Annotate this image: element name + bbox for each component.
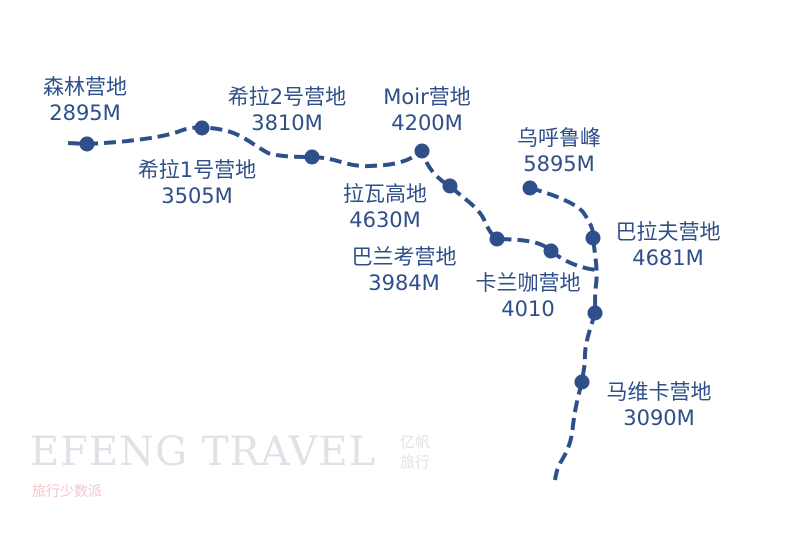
camp-name: 拉瓦高地 <box>343 182 427 206</box>
camp-elevation: 4630M <box>349 208 421 232</box>
camp-elevation: 3984M <box>368 271 440 295</box>
camp-name: 希拉2号营地 <box>227 85 347 109</box>
camp-name: Moir营地 <box>383 85 471 109</box>
marker-moir <box>414 143 430 159</box>
camp-name: 卡兰咖营地 <box>475 271 581 295</box>
camp-name: 乌呼鲁峰 <box>517 126 601 150</box>
marker-shira-2 <box>304 149 320 165</box>
marker-mweka <box>574 374 590 390</box>
camp-elevation: 3090M <box>623 406 695 430</box>
marker-uhuru <box>522 180 538 196</box>
camp-markers <box>79 120 603 390</box>
watermark-tagline: 旅行少数派 <box>32 484 102 500</box>
marker-forest-camp <box>79 136 95 152</box>
marker-shira-1 <box>194 120 210 136</box>
marker-barranco <box>489 231 505 247</box>
camp-elevation: 2895M <box>49 101 121 125</box>
marker-lava-tower <box>442 178 458 194</box>
marker-barafu <box>585 230 601 246</box>
watermark-cn-2: 旅行 <box>400 453 431 471</box>
camp-elevation: 5895M <box>523 152 595 176</box>
summit-trail <box>529 186 599 481</box>
camp-name: 马维卡营地 <box>606 380 712 404</box>
watermark-cn-1: 亿帆 <box>400 433 431 451</box>
watermark-brand: EFENG TRAVEL <box>30 429 377 475</box>
camp-elevation: 4200M <box>391 111 463 135</box>
camp-name: 森林营地 <box>43 75 127 99</box>
camp-elevation: 4010 <box>501 297 555 321</box>
camp-elevation: 4681M <box>632 246 704 270</box>
camp-elevation: 3810M <box>251 111 323 135</box>
marker-karanga-lower <box>587 305 603 321</box>
marker-karanga <box>543 243 559 259</box>
camp-name: 巴兰考营地 <box>351 245 457 269</box>
camp-name: 希拉1号营地 <box>137 158 257 182</box>
camp-name: 巴拉夫营地 <box>615 220 721 244</box>
camp-elevation: 3505M <box>161 184 233 208</box>
